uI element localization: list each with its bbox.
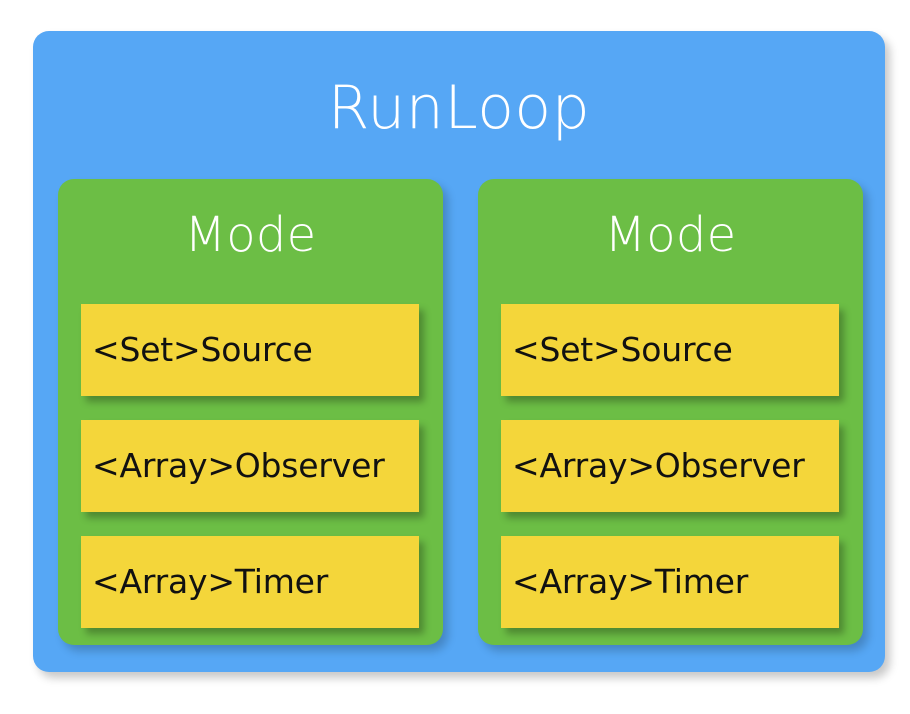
mode-1-item-source: <Set>Source: [81, 304, 419, 396]
mode-2-item-timer-label: <Array>Timer: [512, 562, 749, 601]
mode-2-item-source: <Set>Source: [501, 304, 839, 396]
runloop-title: RunLoop: [327, 73, 591, 143]
mode-2-item-source-label: <Set>Source: [512, 330, 733, 369]
mode-2-item-observer-label: <Array>Observer: [512, 446, 805, 485]
mode-1-item-observer: <Array>Observer: [81, 420, 419, 512]
mode-1-item-source-label: <Set>Source: [92, 330, 313, 369]
mode-2-item-observer: <Array>Observer: [501, 420, 839, 512]
runloop-container: RunLoop Mode <Set>Source <Array>Observer…: [33, 31, 885, 672]
mode-card-2: Mode <Set>Source <Array>Observer <Array>…: [478, 179, 863, 645]
mode-2-item-timer: <Array>Timer: [501, 536, 839, 628]
mode-title-1: Mode: [184, 207, 317, 263]
mode-card-1: Mode <Set>Source <Array>Observer <Array>…: [58, 179, 443, 645]
mode-title-2: Mode: [604, 207, 737, 263]
mode-1-item-timer: <Array>Timer: [81, 536, 419, 628]
mode-1-item-timer-label: <Array>Timer: [92, 562, 329, 601]
mode-1-item-observer-label: <Array>Observer: [92, 446, 385, 485]
